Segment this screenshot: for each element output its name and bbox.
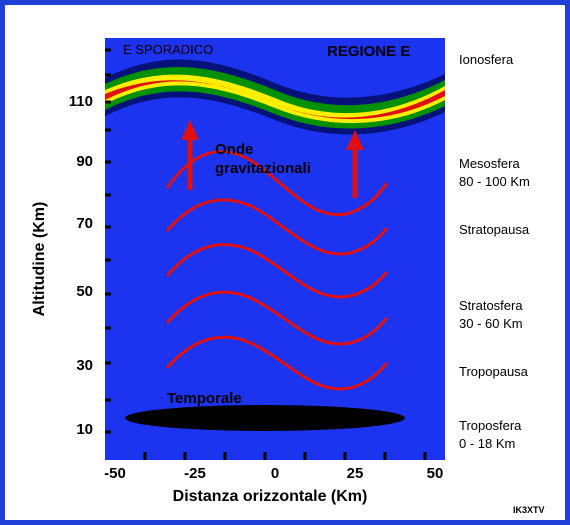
credit-label: IK3XTV bbox=[513, 505, 545, 515]
layer-range: 0 - 18 Km bbox=[459, 436, 516, 451]
y-tick-marks bbox=[105, 48, 111, 434]
layer-tropopausa: Tropopausa bbox=[459, 363, 528, 381]
y-tick-50: 50 bbox=[76, 283, 93, 300]
gravity-waves bbox=[165, 150, 389, 391]
wave-1 bbox=[165, 150, 389, 217]
ionosphere-band-red bbox=[105, 80, 445, 120]
y-tick-10: 10 bbox=[76, 421, 93, 438]
diagram-svg bbox=[105, 48, 445, 460]
arrow-left-head bbox=[181, 120, 199, 140]
storm-annotation: Temporale bbox=[167, 390, 242, 407]
x-tick-marks bbox=[143, 452, 427, 460]
x-tick-25: 25 bbox=[346, 465, 364, 482]
y-axis-label: Altitudine (Km) bbox=[31, 201, 48, 317]
x-tick-50: 50 bbox=[426, 465, 444, 482]
ionosphere-band-yellow bbox=[105, 74, 445, 124]
y-tick-90: 90 bbox=[76, 153, 93, 170]
wave-5 bbox=[165, 335, 389, 391]
layer-range: 80 - 100 Km bbox=[459, 174, 530, 189]
layer-name: Troposfera bbox=[459, 418, 522, 433]
y-tick-70: 70 bbox=[76, 215, 93, 232]
layer-stratopausa: Stratopausa bbox=[459, 221, 529, 239]
layer-name: Stratopausa bbox=[459, 222, 530, 237]
wave-4 bbox=[165, 290, 389, 346]
regione-e-label: REGIONE E bbox=[327, 43, 411, 60]
wave-3 bbox=[165, 243, 389, 299]
layer-stratosfera: Stratosfera 30 - 60 Km bbox=[459, 297, 523, 333]
e-sporadico-label: E SPORADICO bbox=[123, 42, 214, 57]
plot-area: E SPORADICO REGIONE E Onde gravitazional… bbox=[105, 38, 445, 460]
layer-name: Ionosfera bbox=[459, 52, 514, 67]
y-tick-110: 110 bbox=[68, 93, 93, 110]
layer-name: Tropopausa bbox=[459, 364, 528, 379]
layer-troposfera: Troposfera 0 - 18 Km bbox=[459, 417, 521, 453]
storm-cloud bbox=[125, 405, 405, 431]
x-axis-label: Distanza orizzontale (Km) bbox=[172, 488, 368, 505]
layer-ionosfera: Ionosfera bbox=[459, 51, 513, 69]
layer-mesosfera: Mesosfera 80 - 100 Km bbox=[459, 155, 530, 191]
x-tick-minus50: -50 bbox=[104, 465, 126, 482]
layer-name: Stratosfera bbox=[459, 298, 523, 313]
x-tick-minus25: -25 bbox=[184, 465, 206, 482]
arrows bbox=[181, 120, 364, 198]
layer-name: Mesosfera bbox=[459, 156, 520, 171]
layer-range: 30 - 60 Km bbox=[459, 316, 523, 331]
arrow-right-head bbox=[346, 130, 364, 150]
waves-annotation: Onde gravitazionali bbox=[215, 141, 311, 177]
wave-2 bbox=[165, 198, 389, 256]
y-tick-30: 30 bbox=[76, 357, 93, 374]
x-tick-0: 0 bbox=[270, 465, 280, 482]
